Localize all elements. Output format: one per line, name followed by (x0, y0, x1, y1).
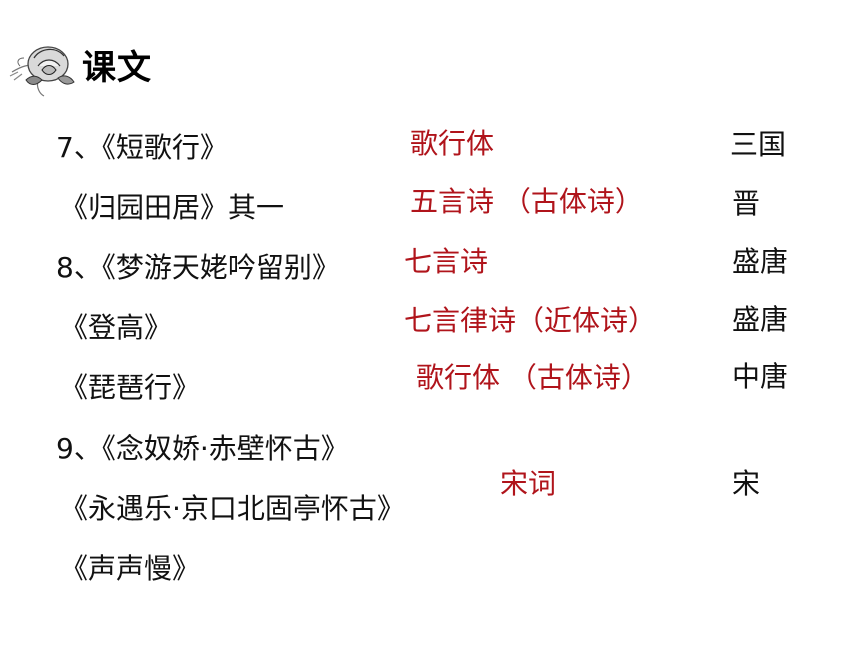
genre-label: 七言诗 (404, 245, 489, 278)
genre-label: 歌行体 (410, 127, 495, 160)
work-title: 7、《短歌行》 (56, 131, 228, 164)
page-title: 课文 (82, 48, 152, 88)
dynasty-label: 盛唐 (732, 245, 789, 278)
genre-label: 五言诗 （古体诗） (410, 185, 643, 218)
work-title: 《琵琶行》 (60, 371, 201, 404)
work-title: 《声声慢》 (60, 552, 201, 585)
dynasty-label: 宋 (732, 467, 761, 500)
genre-label: 歌行体 （古体诗） (416, 361, 649, 394)
work-title: 《归园田居》其一 (60, 191, 285, 224)
flower-icon (9, 46, 75, 97)
genre-label: 宋词 (500, 467, 557, 500)
dynasty-label: 晋 (732, 187, 761, 220)
dynasty-label: 盛唐 (732, 303, 789, 336)
work-title: 8、《梦游天姥吟留别》 (56, 251, 340, 284)
dynasty-label: 三国 (730, 128, 787, 161)
genre-label: 七言律诗（近体诗） (404, 304, 657, 337)
work-title: 《永遇乐·京口北固亭怀古》 (60, 492, 405, 525)
dynasty-label: 中唐 (732, 360, 789, 393)
work-title: 《登高》 (60, 311, 173, 344)
work-title: 9、《念奴娇·赤壁怀古》 (56, 432, 349, 465)
